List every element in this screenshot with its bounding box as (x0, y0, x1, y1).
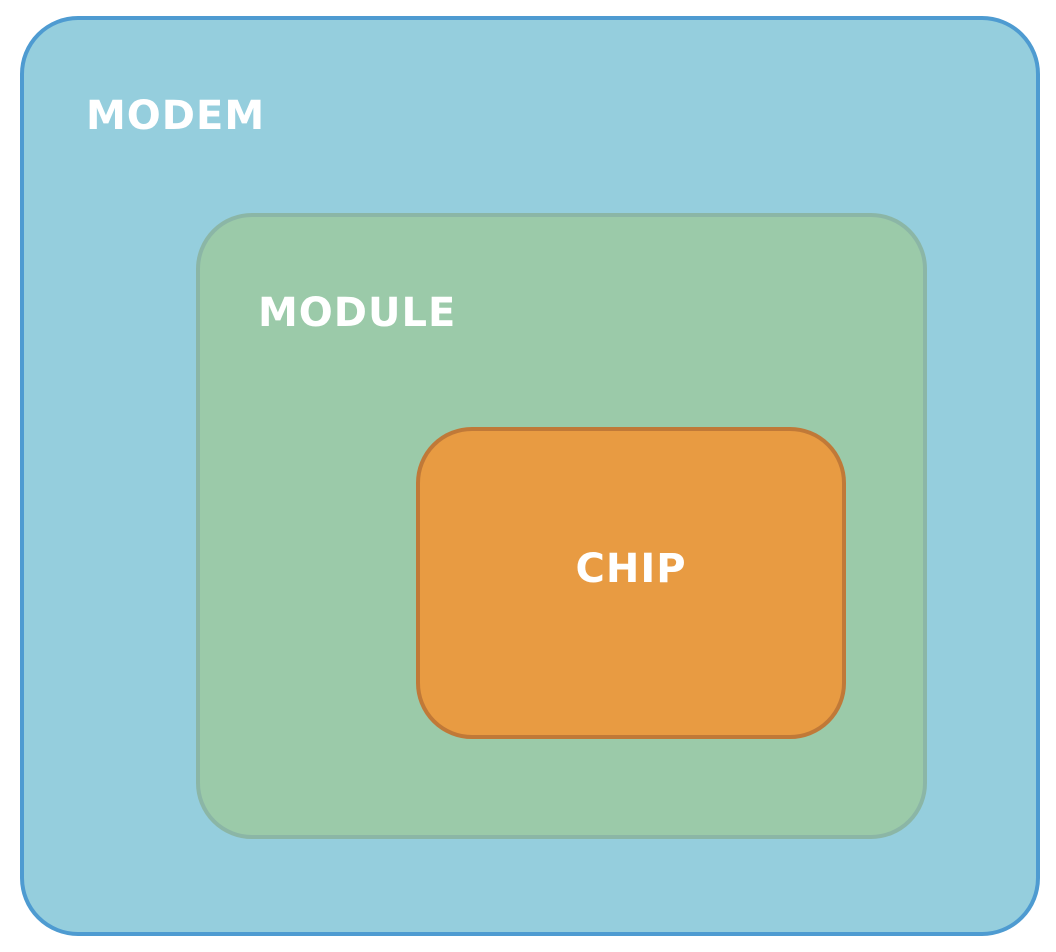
chip-box: CHIP (416, 427, 846, 739)
modem-label: MODEM (86, 93, 266, 139)
chip-label: CHIP (575, 546, 687, 592)
module-label: MODULE (258, 290, 457, 336)
